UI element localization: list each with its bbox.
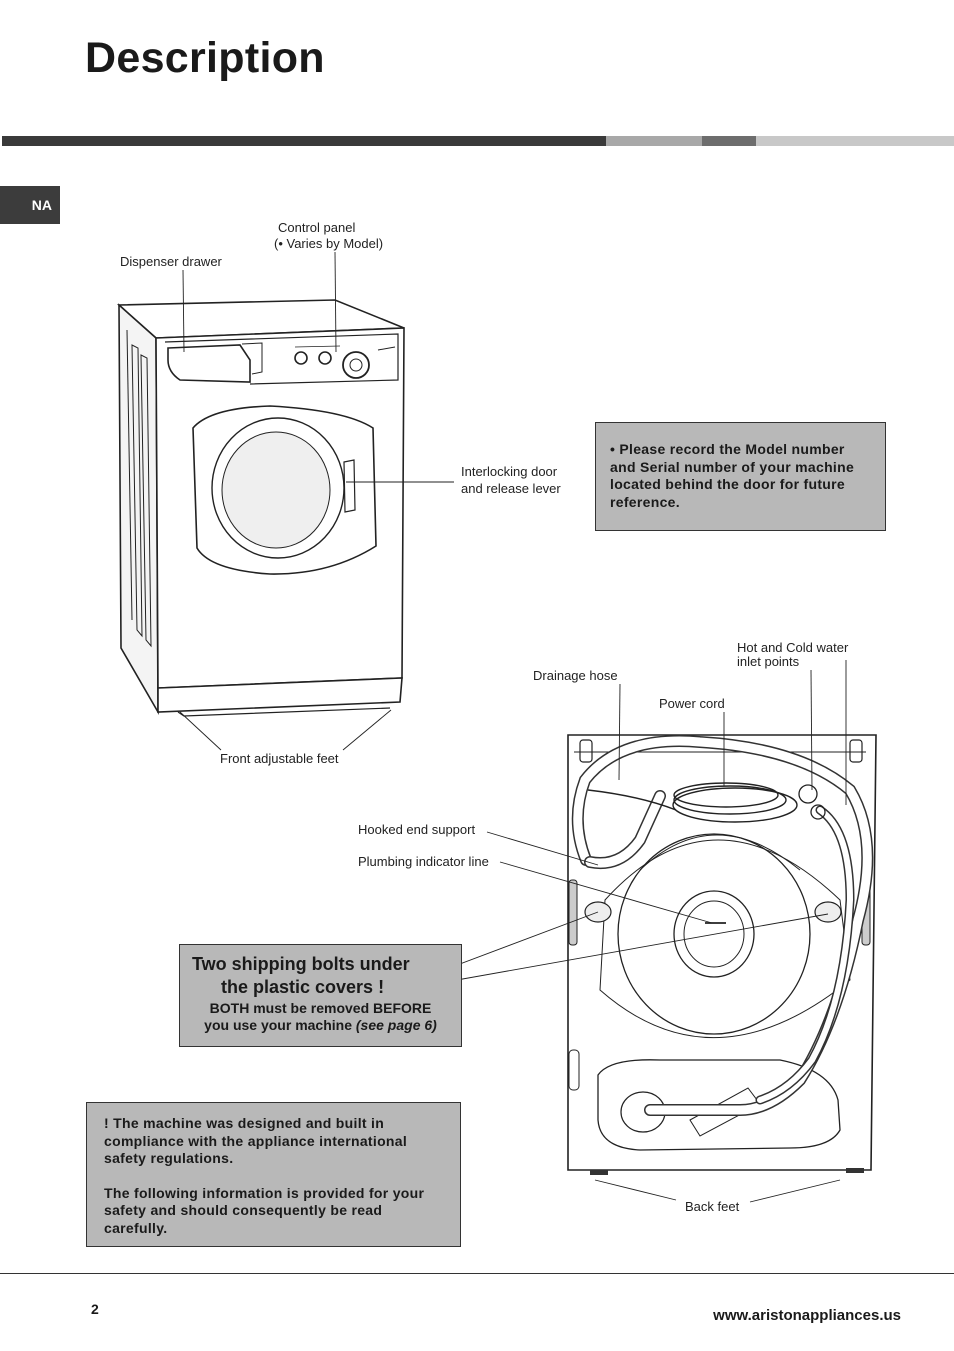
bolts-line2: you use your machine (see page 6) — [180, 1017, 461, 1033]
website-link[interactable]: www.aristonappliances.us — [713, 1307, 901, 1324]
hot-cold-label-line2: inlet points — [737, 654, 800, 669]
drainage-hose-label: Drainage hose — [533, 668, 618, 683]
control-panel-label: Control panel — [278, 220, 356, 235]
see-page-reference: (see page 6) — [355, 1017, 437, 1033]
bolts-line1: BOTH must be removed BEFORE — [209, 1000, 432, 1016]
power-cord-label: Power cord — [659, 696, 725, 711]
control-panel-note: (• Varies by Model) — [274, 236, 384, 251]
dispenser-drawer-label: Dispenser drawer — [120, 254, 222, 269]
bolts-heading-line2: the plastic covers ! — [221, 977, 385, 997]
page-number: 2 — [91, 1301, 99, 1317]
header-bar-dark2 — [702, 136, 756, 146]
safety-paragraph-2: The following information is provided fo… — [104, 1184, 425, 1236]
front-feet-label: Front adjustable feet — [220, 751, 339, 766]
region-badge: NA — [0, 186, 60, 224]
back-feet-label: Back feet — [685, 1199, 740, 1214]
header-bar-light — [756, 136, 954, 146]
plumbing-line-label: Plumbing indicator line — [358, 854, 489, 869]
shipping-bolts-note: Two shipping bolts under the plastic cov… — [179, 944, 462, 1047]
hot-cold-label-line1: Hot and Cold water — [737, 640, 849, 655]
hooked-end-label: Hooked end support — [358, 822, 476, 837]
front-washer-illustration — [116, 299, 405, 717]
page-title: Description — [85, 34, 325, 82]
safety-paragraph-1: ! The machine was designed and built in … — [104, 1115, 408, 1166]
bolts-line2-text: you use your machine — [204, 1017, 356, 1033]
interlocking-door-label-line1: Interlocking door — [461, 464, 558, 479]
header-bar-mid — [606, 136, 702, 146]
header-bar-dark — [2, 136, 606, 146]
back-washer-illustration — [567, 734, 877, 1175]
model-number-note: • Please record the Model number and Ser… — [595, 422, 886, 531]
safety-note: ! The machine was designed and built in … — [86, 1102, 461, 1247]
bolts-heading-line1: Two shipping bolts under — [192, 954, 410, 974]
interlocking-door-label-line2: and release lever — [461, 481, 561, 496]
footer-divider — [0, 1273, 954, 1274]
